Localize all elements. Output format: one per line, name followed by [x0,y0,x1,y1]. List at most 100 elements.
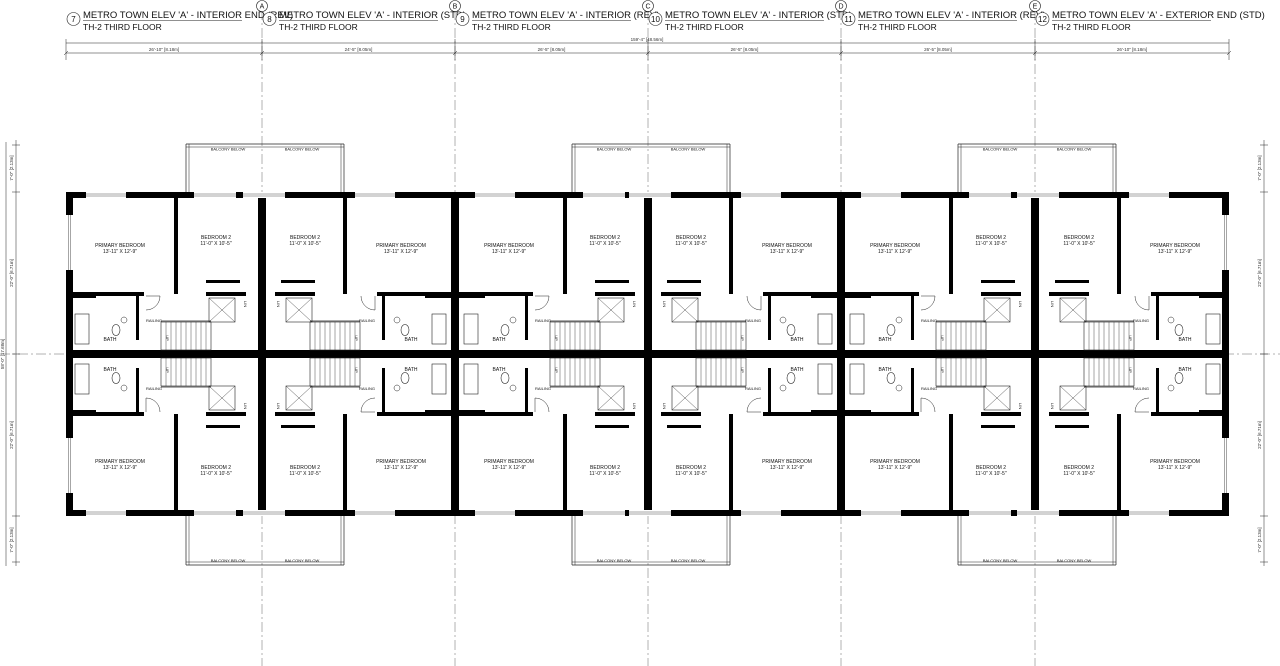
bedroom-wall [981,292,1021,296]
stair-up-label: UP [354,367,359,373]
grid-letter: A [260,4,265,11]
shower-diag [597,297,625,323]
bathtub [1205,313,1221,345]
sink [779,384,787,392]
room-name-bedroom2: BEDROOM 2 [290,235,320,241]
bedroom-wall [845,412,919,416]
bedroom-wall [763,292,837,296]
bedroom-wall [377,412,451,416]
unit-number-circle [648,12,663,26]
bath-wall [459,410,485,412]
shower [285,297,313,323]
unit-number: 9 [460,15,465,24]
closet-wall [981,280,1015,283]
room-name-primary: PRIMARY BEDROOM [95,459,145,465]
bedroom-divider-wall [729,192,733,294]
sink [1167,316,1175,324]
closet-wall [595,425,629,428]
room-size-primary: 13'-11" X 12'-9" [1158,465,1192,471]
bath-wall [382,296,385,340]
room-size-primary: 13'-11" X 12'-9" [492,465,526,471]
unit-dim-label: 26'-5" [8.05m] [538,47,566,52]
unit-subtitle: TH-2 THIRD FLOOR [1052,22,1131,32]
room-size-bedroom2: 11'-0" X 10'-5" [675,241,706,247]
balconies [185,143,1117,566]
toilet [1174,324,1184,336]
shower [597,297,625,323]
sink [393,384,401,392]
railing-label: RAILING [1133,318,1149,323]
side-dim-bottom: 7'-0" [2.13m] [1257,527,1262,552]
unit-subtitle: TH-2 THIRD FLOOR [83,22,162,32]
shower-diag [983,385,1011,411]
window [66,215,73,270]
bedroom-divider-wall [563,414,567,516]
window [969,192,1011,198]
room-name-primary: PRIMARY BEDROOM [870,243,920,249]
toilet [886,324,896,336]
bathtub [431,313,447,345]
toilet [786,372,796,384]
railing-label: RAILING [146,318,162,323]
room-name-primary: PRIMARY BEDROOM [376,243,426,249]
party-wall [451,192,459,516]
room-name-bath: BATH [405,367,418,373]
balcony-label: BALCONY BELOW [211,147,246,152]
side-dim-lower: 22'-0" [6.71m] [9,421,14,449]
bath-wall [425,296,451,298]
shower-diag [597,385,625,411]
room-name-bedroom2: BEDROOM 2 [976,465,1006,471]
room-name-bedroom2: BEDROOM 2 [1064,465,1094,471]
unit-number: 12 [1038,15,1047,24]
room-name-bedroom2: BEDROOM 2 [290,465,320,471]
door-swing [746,295,762,311]
stair-up-label: UP [740,335,745,341]
closet-wall [667,425,701,428]
bath-wall [1156,296,1159,340]
railing-label: RAILING [921,318,937,323]
linen-label: LIN [243,301,248,307]
window [741,510,781,516]
shower-diag [285,297,313,323]
side-dim-top: 7'-0" [2.13m] [9,155,14,180]
linen-label: LIN [1050,301,1055,307]
bedroom-wall [981,412,1021,416]
closet-wall [206,425,240,428]
party-wall [1031,192,1039,516]
shower [983,297,1011,323]
closet-wall [206,280,240,283]
bath-wall [1199,296,1225,298]
unit-number: 7 [71,15,76,24]
bedroom-wall [459,292,533,296]
party-wall [258,192,266,516]
window [969,510,1011,516]
bedroom-wall [459,412,533,416]
room-name-bedroom2: BEDROOM 2 [201,235,231,241]
bedroom-divider-wall [174,192,178,294]
room-size-primary: 13'-11" X 12'-9" [384,465,418,471]
bedroom-wall [275,412,315,416]
window [66,438,73,493]
bedroom-divider-wall [343,192,347,294]
bedroom-wall [206,412,246,416]
window [86,192,126,198]
bath-wall [811,410,837,412]
party-wall [644,192,652,516]
window [243,192,285,198]
side-dim-upper: 22'-0" [6.71m] [1257,259,1262,287]
balcony-label: BALCONY BELOW [597,147,632,152]
bath-wall [768,368,771,412]
sink [1167,384,1175,392]
window [355,510,395,516]
room-name-bath: BATH [791,337,804,343]
bedroom-wall [1049,412,1089,416]
stair-up-label: UP [165,367,170,373]
shower [1059,297,1087,323]
room-size-primary: 13'-11" X 12'-9" [384,249,418,255]
room-name-bedroom2: BEDROOM 2 [590,235,620,241]
unit-number-circle [455,12,470,26]
window [243,510,285,516]
room-name-bath: BATH [104,367,117,373]
